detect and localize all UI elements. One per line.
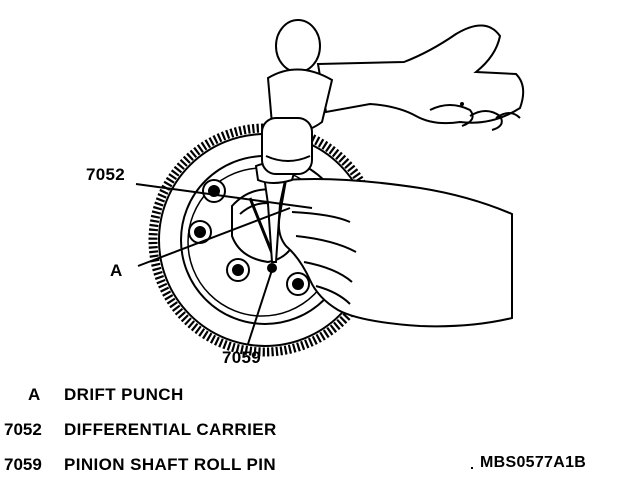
legend-key: 7052 — [4, 420, 42, 439]
upper-hand — [316, 24, 525, 131]
lower-hand — [277, 178, 513, 328]
legend-description: DIFFERENTIAL CARRIER — [64, 420, 277, 439]
legend-key: 7059 — [4, 455, 42, 474]
scan-speck — [471, 467, 473, 469]
legend-description: DRIFT PUNCH — [64, 385, 184, 404]
hammer-face — [261, 117, 313, 175]
legend-row-7059: 7059 PINION SHAFT ROLL PIN — [4, 454, 276, 476]
bolt — [202, 179, 226, 203]
callout-7059: 7059 — [222, 348, 262, 367]
legend-key: A — [28, 385, 41, 404]
hammer-peen-end — [275, 19, 321, 73]
bolt — [286, 272, 310, 296]
legend-description: PINION SHAFT ROLL PIN — [64, 455, 277, 474]
leader-lines — [135, 183, 313, 345]
callout-7052: 7052 — [86, 165, 126, 184]
leader-a — [137, 207, 291, 267]
legend-row-7052: 7052 DIFFERENTIAL CARRIER — [4, 419, 277, 441]
leader-7059 — [247, 269, 273, 345]
legend-row-a: A DRIFT PUNCH — [4, 384, 184, 406]
leader-7052 — [135, 183, 313, 209]
figure-reference-code: MBS0577A1B — [480, 454, 587, 471]
pinion-shaft — [248, 197, 276, 259]
callout-a: A — [110, 261, 123, 280]
bolt — [226, 258, 250, 282]
hammer — [261, 19, 334, 175]
